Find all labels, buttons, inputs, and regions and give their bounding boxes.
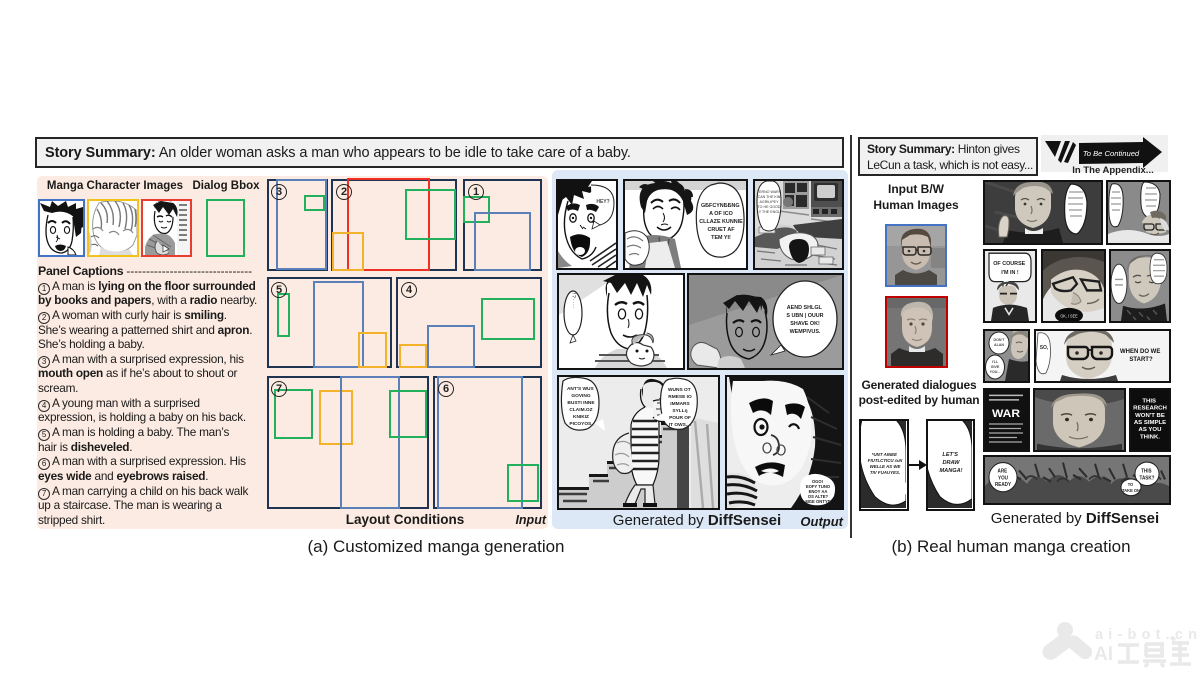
svg-text:!?····: !?····	[570, 293, 576, 310]
svg-text:ai-bot.cn: ai-bot.cn	[1095, 627, 1198, 643]
svg-text:HEY?: HEY?	[596, 199, 609, 205]
svg-text:SO,: SO,	[1040, 345, 1049, 351]
svg-text:TO TAKE ON: TO TAKE ON	[1122, 482, 1140, 493]
svg-text:WAR: WAR	[992, 408, 1020, 419]
svg-text:To Be Continued: To Be Continued	[1083, 149, 1140, 158]
svg-text:OK, I SEE: OK, I SEE	[1060, 314, 1078, 319]
svg-text:AI: AI	[1094, 644, 1113, 665]
